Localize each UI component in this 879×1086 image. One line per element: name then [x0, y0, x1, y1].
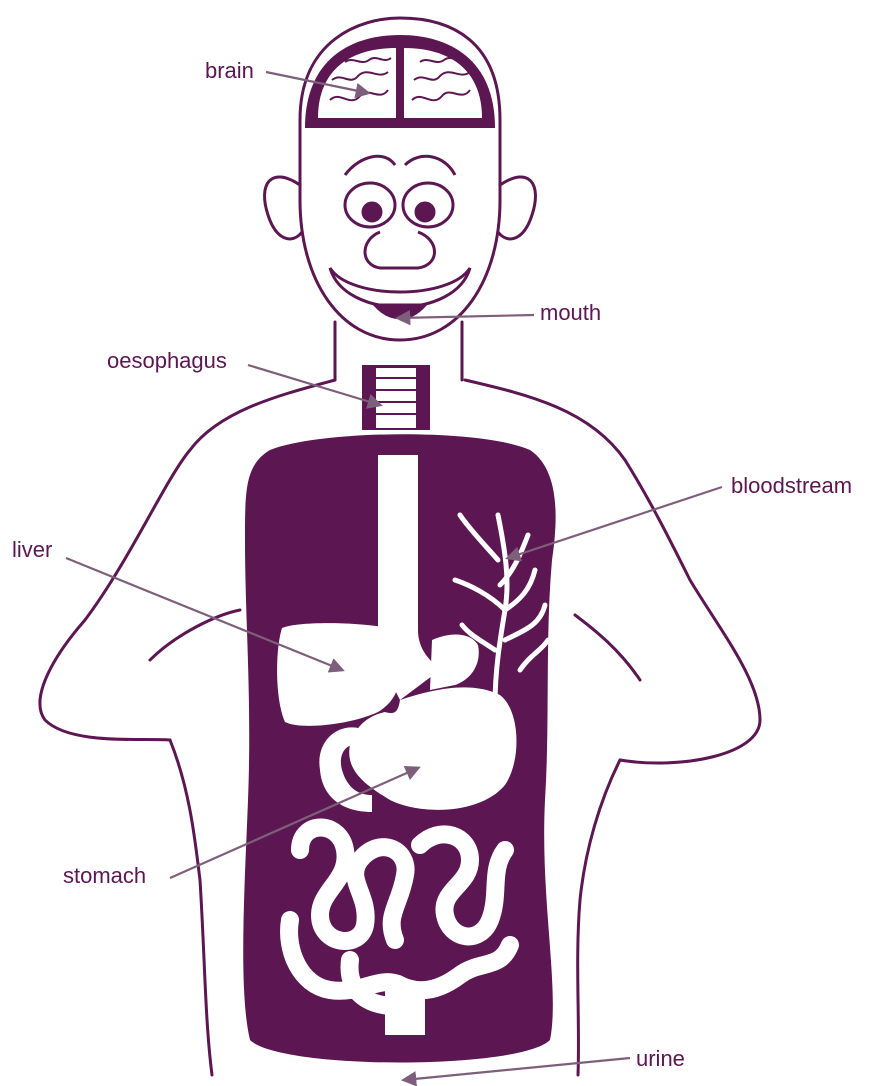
right-arm — [575, 615, 640, 1075]
mouth-label: mouth — [540, 300, 601, 325]
bladder-tube — [385, 985, 425, 1035]
left-arm — [150, 610, 240, 1075]
right-ear — [498, 177, 535, 239]
nose — [365, 232, 435, 268]
left-eyebrow — [345, 156, 395, 175]
right-eyebrow — [405, 156, 455, 175]
brain-label: brain — [205, 58, 254, 83]
stomach-label: stomach — [63, 863, 146, 888]
brain-organ — [305, 35, 495, 128]
urine-label: urine — [636, 1046, 685, 1071]
liver-label: liver — [12, 537, 52, 562]
mouth-leader — [398, 315, 534, 318]
oesophagus-organ — [362, 365, 430, 430]
left-ear — [265, 177, 302, 239]
oesophagus-label: oesophagus — [107, 348, 227, 373]
face — [330, 156, 470, 317]
mouth-shape — [330, 268, 470, 307]
bloodstream-label: bloodstream — [731, 473, 852, 498]
